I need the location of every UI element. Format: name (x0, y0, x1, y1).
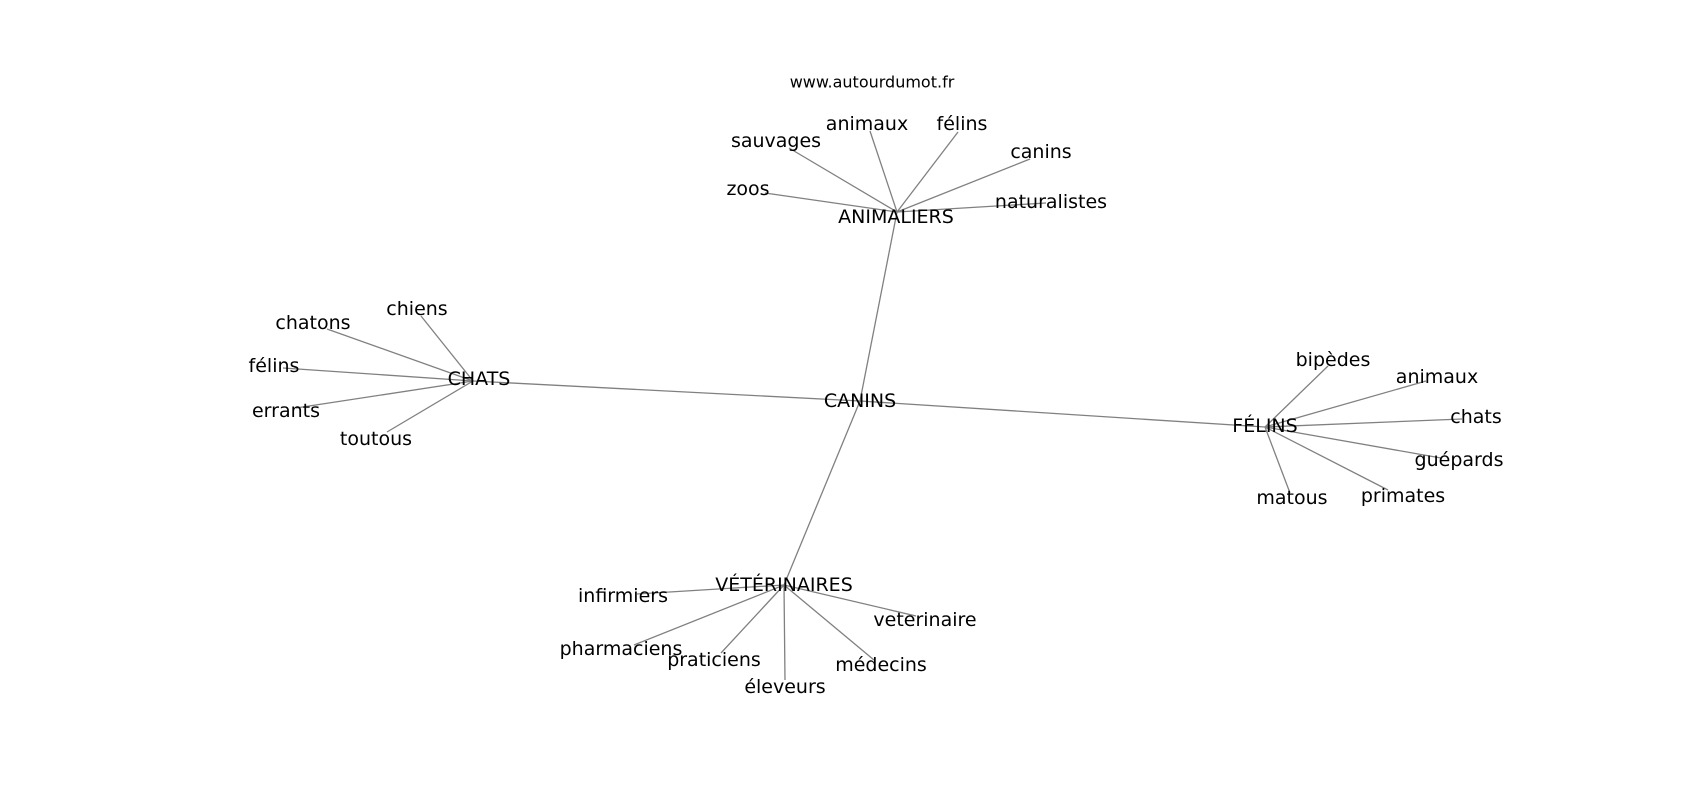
edge-animaliers-canins (896, 158, 1031, 213)
node-hub-animaliers[interactable]: ANIMALIERS (838, 206, 954, 228)
node-center-canins[interactable]: CANINS (824, 390, 896, 412)
edge-veterinaires-eleveurs (783, 584, 786, 681)
node-animaliers-animaux[interactable]: animaux (826, 113, 908, 135)
node-felins-matous[interactable]: matous (1256, 487, 1327, 509)
node-veterinaires-veterinaire[interactable]: veterinaire (873, 609, 976, 631)
edge-animaliers-felins (896, 131, 959, 213)
node-veterinaires-praticiens[interactable]: praticiens (667, 649, 761, 671)
node-veterinaires-infirmiers[interactable]: infirmiers (578, 585, 668, 607)
node-veterinaires-medecins[interactable]: médecins (835, 654, 927, 676)
edge-veterinaires-medecins (783, 584, 875, 661)
edge-veterinaires-praticiens (720, 584, 785, 654)
node-chats-chatons[interactable]: chatons (275, 312, 350, 334)
node-veterinaires-eleveurs[interactable]: éleveurs (744, 676, 825, 698)
edge-center-chats (472, 380, 861, 402)
edge-felins-chats (1264, 418, 1463, 428)
edge-center-felins (859, 400, 1266, 428)
edge-felins-matous (1264, 426, 1291, 494)
node-hub-veterinaires[interactable]: VÉTÉRINAIRES (715, 573, 853, 596)
edge-center-animaliers (859, 211, 898, 402)
edge-chats-toutous (386, 380, 474, 433)
node-animaliers-felins[interactable]: félins (937, 113, 988, 135)
edge-chats-chatons (326, 328, 474, 382)
edge-animaliers-naturalistes (896, 202, 1047, 213)
node-hub-chats[interactable]: CHATS (448, 368, 511, 390)
node-felins-guepards[interactable]: guépards (1415, 449, 1504, 471)
edge-felins-guepards (1264, 426, 1442, 459)
edge-animaliers-zoos (764, 192, 898, 213)
node-felins-primates[interactable]: primates (1361, 485, 1445, 507)
node-veterinaires-pharmaciens[interactable]: pharmaciens (560, 638, 683, 660)
node-chats-toutous[interactable]: toutous (340, 428, 412, 450)
edge-felins-primates (1264, 426, 1389, 491)
node-felins-chats[interactable]: chats (1450, 406, 1501, 428)
edge-felins-bipedes (1264, 365, 1329, 428)
node-chats-chiens[interactable]: chiens (386, 298, 447, 320)
graph-edges (282, 130, 1463, 681)
node-animaliers-zoos[interactable]: zoos (726, 178, 769, 200)
node-animaliers-canins[interactable]: canins (1010, 141, 1071, 163)
node-felins-animaux[interactable]: animaux (1396, 366, 1478, 388)
edge-center-veterinaires (783, 400, 861, 586)
node-chats-errants[interactable]: errants (252, 400, 320, 422)
node-chats-felins[interactable]: félins (249, 355, 300, 377)
edge-chats-errants (295, 380, 474, 409)
node-felins-bipedes[interactable]: bipèdes (1296, 349, 1371, 371)
node-animaliers-naturalistes[interactable]: naturalistes (995, 191, 1107, 213)
edge-animaliers-animaux (869, 130, 898, 213)
edge-felins-animaux (1264, 380, 1427, 428)
edge-animaliers-sauvages (788, 147, 898, 213)
edge-chats-felins (282, 367, 474, 382)
edge-veterinaires-veterinaire (783, 584, 917, 617)
node-hub-felins[interactable]: FÉLINS (1232, 414, 1297, 437)
node-animaliers-sauvages[interactable]: sauvages (731, 130, 821, 152)
edge-chats-chiens (420, 315, 474, 382)
site-watermark[interactable]: www.autourdumot.fr (790, 73, 955, 92)
edge-veterinaires-infirmiers (636, 584, 785, 595)
edge-veterinaires-pharmaciens (633, 584, 785, 646)
